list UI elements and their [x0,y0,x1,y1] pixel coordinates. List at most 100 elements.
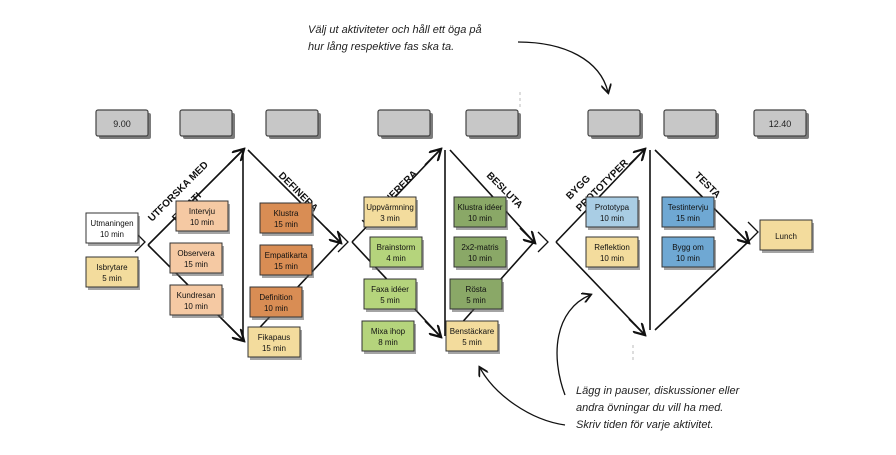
arrow-ideer-top [424,150,440,166]
sticky-title: Definition [259,293,292,302]
sticky-note: Klustra 15 min [259,202,314,236]
sticky-time: 5 min [102,274,122,283]
sticky-time: 10 min [676,254,700,263]
connector-arrow-2 [337,231,349,253]
arrow-ideer-bottom [424,320,440,336]
time-box-label: 12.40 [769,119,792,129]
sticky-time: 10 min [264,304,288,313]
sticky-title: 2x2-matris [461,243,498,252]
sticky-time: 15 min [274,262,298,271]
connector-arrow-4 [747,221,759,243]
sticky-time: 10 min [600,254,624,263]
sticky-title: Benstäckare [450,327,495,336]
sticky-title: Brainstorm [377,243,416,252]
sticky-note: Isbrytare 5 min [85,256,140,290]
sticky-title: Kundresan [177,291,216,300]
bottom-note: Lägg in pauser, diskussioner eller andra… [576,383,739,434]
sticky-title: Reflektion [594,243,630,252]
arrow-testa [733,227,748,242]
arrow-besluta [519,227,534,242]
sticky-note: 2x2-matris 10 min [453,236,508,270]
top-note-line-1: Välj ut aktiviteter och håll ett öga på [308,24,482,36]
sticky-note: Empatikarta 15 min [259,244,314,278]
sticky-title: Bygg om [672,243,704,252]
note-arrow-top [517,41,608,92]
sticky-note: Lunch [759,219,814,253]
time-box: 12.40 [753,109,809,139]
sticky-title: Isbrytare [96,263,128,272]
phase-label-testa: TESTA [692,170,722,200]
sticky-note: Utmaningen 10 min [85,212,140,246]
sticky-time: 15 min [274,220,298,229]
sticky-time: 10 min [468,254,492,263]
sticky-note: Reflektion 10 min [585,236,640,270]
sticky-time: 4 min [386,254,406,263]
phase-outline-bygg-lower [555,241,645,335]
sticky-time: 10 min [184,302,208,311]
sticky-note: Testintervju 15 min [661,196,716,230]
sticky-title: Faxa idéer [371,285,409,294]
sticky-note: Klustra idéer 10 min [453,196,508,230]
sticky-note: Fikapaus 15 min [247,326,302,360]
sticky-time: 10 min [100,230,124,239]
sticky-title: Klustra idéer [458,203,503,212]
sticky-time: 15 min [262,344,286,353]
sticky-title: Intervju [189,207,215,216]
phase-outlines [147,149,750,341]
sticky-note: Mixa ihop 8 min [361,320,416,354]
time-box [663,109,719,139]
sticky-title: Mixa ihop [371,327,406,336]
sticky-time: 10 min [190,218,214,227]
sticky-title: Uppvärmning [366,203,414,212]
arrow-definera [325,227,340,242]
arrow-bygg-bottom [628,318,644,334]
sticky-title: Observera [177,249,215,258]
sticky-note: Observera 15 min [169,242,224,276]
sticky-title: Empatikarta [265,251,308,260]
bottom-note-line-1: Lägg in pauser, diskussioner eller [576,385,740,397]
sticky-note: Kundresan 10 min [169,284,224,318]
time-box [377,109,433,139]
arrow-utforska-top [227,150,243,166]
time-box-row: 9.00 12.40 [95,109,809,139]
sticky-title: Rösta [466,285,487,294]
phase-outline-bygg [555,149,645,243]
note-arrow-left [480,368,566,426]
sticky-time: 10 min [600,214,624,223]
sticky-time: 15 min [184,260,208,269]
sticky-title: Prototypa [595,203,630,212]
sticky-time: 5 min [466,296,486,305]
connector-arrow-3 [537,231,549,253]
time-box [265,109,321,139]
sticky-time: 5 min [462,338,482,347]
time-box: 9.00 [95,109,151,139]
time-box [179,109,235,139]
arrow-bygg-top [628,150,644,166]
top-note-line-2: hur lång respektive fas ska ta. [308,41,455,53]
sticky-title: Klustra [274,209,299,218]
sticky-note: Rösta 5 min [449,278,504,312]
sticky-title: Fikapaus [258,333,290,342]
sticky-time: 8 min [378,338,398,347]
phase-outline-utforska [147,149,244,246]
bottom-note-line-2: andra övningar du vill ha med. [576,402,724,414]
sticky-note: Prototypa 10 min [585,196,640,230]
time-box-label: 9.00 [113,119,131,129]
sticky-note: Intervju 10 min [175,200,230,234]
top-note: Välj ut aktiviteter och håll ett öga på … [308,22,482,56]
time-box [587,109,643,139]
sticky-title: Testintervju [668,203,708,212]
sticky-note: Definition 10 min [249,286,304,320]
sticky-time: 15 min [676,214,700,223]
phase-arrows [227,150,748,340]
sticky-note: Brainstorm 4 min [369,236,424,270]
sticky-title: Utmaningen [90,219,133,228]
sticky-note: Bygg om 10 min [661,236,716,270]
sticky-time: 10 min [468,214,492,223]
time-box [465,109,521,139]
